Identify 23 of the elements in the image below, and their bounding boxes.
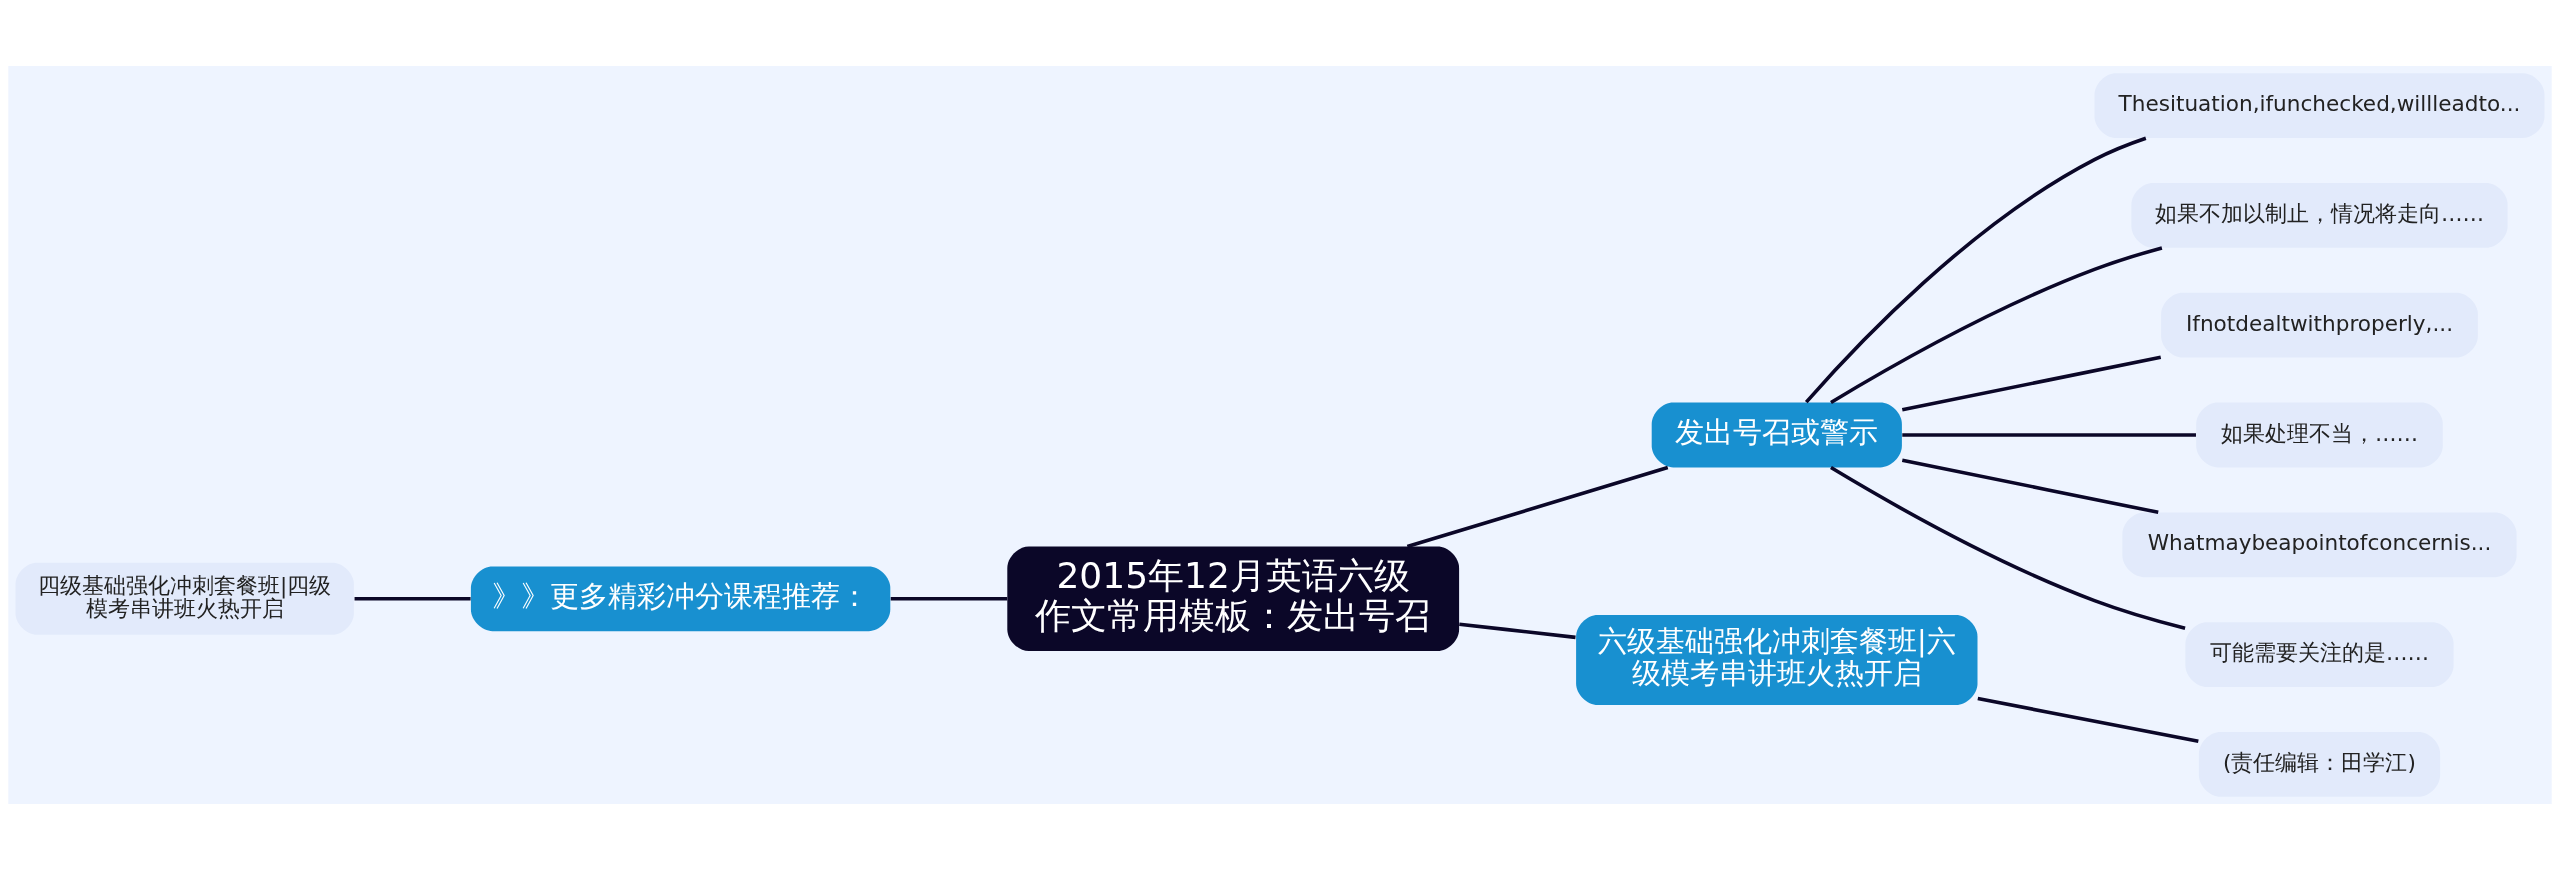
node-box: 六级基础强化冲刺套餐班|六级模考串讲班火热开启 — [1576, 614, 1978, 705]
connector — [1901, 457, 2159, 514]
connector — [1459, 621, 1576, 639]
node-box: 如果处理不当，…… — [2196, 402, 2443, 467]
connector — [1406, 465, 1669, 548]
node-box: 2015年12月英语六级作文常用模板：发出号召 — [1007, 546, 1460, 651]
connector — [1804, 136, 2147, 403]
node-box: 》》更多精彩冲分课程推荐： — [470, 565, 891, 631]
connector — [1901, 354, 2162, 412]
node-box: 四级基础强化冲刺套餐班|四级模考串讲班火热开启 — [15, 562, 354, 635]
connector — [1830, 245, 2163, 404]
connector — [1830, 465, 2186, 630]
node-box: Thesituation,ifunchecked,willleadto... — [2094, 72, 2545, 138]
connector — [1902, 432, 2196, 437]
node-box: Ifnotdealtwithproperly,... — [2161, 292, 2478, 358]
node-box: 可能需要关注的是…… — [2185, 621, 2454, 687]
node-box: Whatmaybeapointofconcernis... — [2122, 511, 2517, 577]
node-box: 如果不加以制止，情况将走向…… — [2131, 182, 2508, 248]
connector — [1977, 696, 2199, 743]
node-box: (责任编辑：田学江) — [2198, 731, 2441, 797]
connector — [354, 596, 471, 601]
connector — [890, 596, 1008, 601]
node-box: 发出号召或警示 — [1651, 402, 1902, 467]
